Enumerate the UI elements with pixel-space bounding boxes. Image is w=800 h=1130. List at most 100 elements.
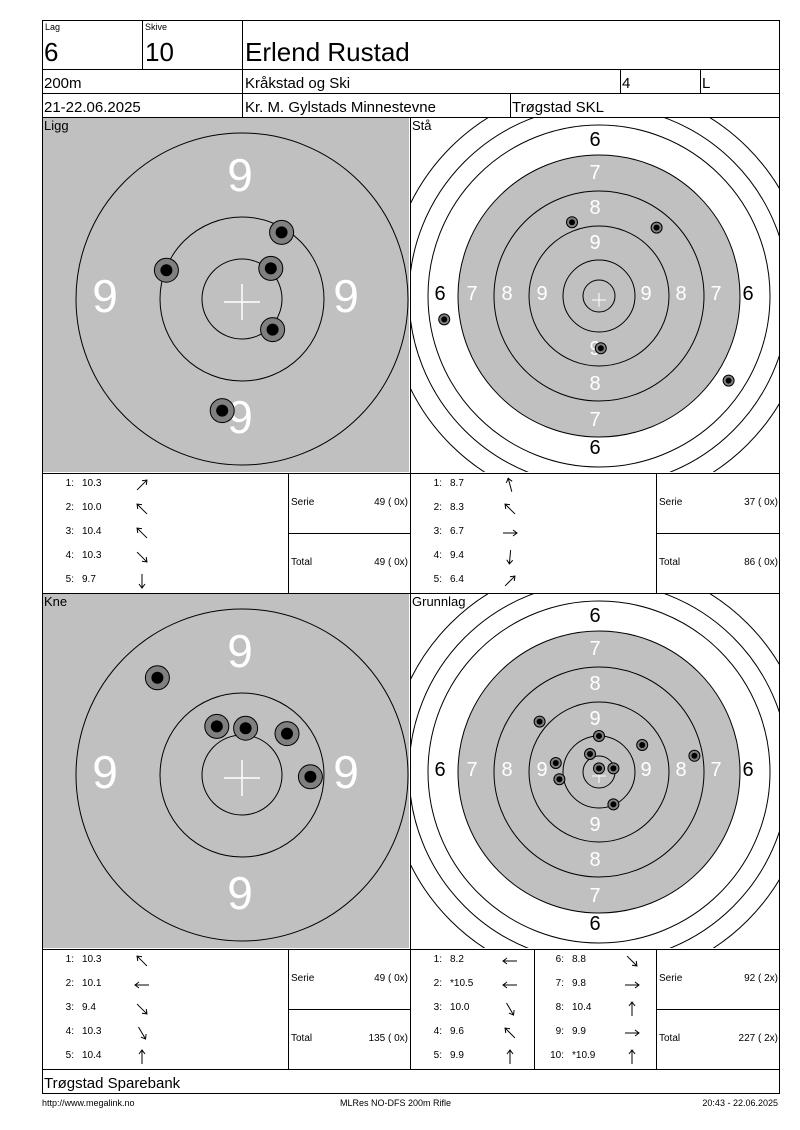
ring	[493, 666, 705, 878]
ring-number: 6	[742, 759, 753, 781]
total-label: Total	[291, 557, 313, 568]
divider	[42, 93, 780, 94]
direction-arrow-icon	[138, 1049, 146, 1064]
ring-number: 6	[589, 605, 600, 627]
divider	[288, 1009, 410, 1010]
shot-number: 4:	[65, 1026, 74, 1037]
ring-number: 9	[227, 867, 253, 919]
shot-center	[264, 262, 277, 275]
shot-center	[569, 219, 575, 226]
serie-label: Serie	[659, 973, 683, 984]
shot-score: 10.1	[82, 978, 102, 989]
shot-direction	[622, 1025, 642, 1046]
arrow-glyph	[502, 981, 517, 989]
direction-arrow-icon	[504, 1027, 516, 1039]
arrow-shaft	[508, 549, 512, 565]
shot-center	[610, 765, 617, 772]
direction-arrow-icon	[625, 1029, 640, 1037]
serie-label: Serie	[291, 973, 315, 984]
shot-direction	[132, 977, 152, 998]
arrow-glyph	[625, 981, 640, 989]
club: Kråkstad og Ski	[245, 75, 351, 92]
ring-number: 7	[589, 409, 600, 431]
shot-number: 3:	[433, 1002, 442, 1013]
arrow-glyph	[136, 955, 148, 967]
shot-score: 8.2	[450, 954, 464, 965]
arrow-shaft	[136, 503, 148, 515]
shot-number: 2:	[433, 978, 442, 989]
shot-number: 5:	[433, 574, 442, 585]
shot-center	[281, 727, 293, 740]
total-value: 86 ( 0x)	[744, 557, 778, 568]
ring-number: 6	[589, 129, 600, 151]
shot-center	[266, 323, 279, 336]
ring-number: 8	[501, 283, 512, 305]
arrow-glyph	[136, 1003, 148, 1015]
shot-number: 3:	[65, 526, 74, 537]
scorecard-frame	[42, 20, 780, 1094]
shot-score: 9.7	[82, 574, 96, 585]
shot-hole	[722, 374, 735, 387]
shot-row: 7:9.8	[534, 977, 654, 991]
shot-direction	[500, 953, 520, 974]
arrow-glyph	[136, 527, 148, 539]
arrow-head	[141, 1008, 148, 1015]
direction-arrow-icon	[506, 1002, 515, 1016]
shot-center	[210, 720, 223, 733]
shot-hole	[607, 762, 620, 775]
arrow-shaft	[507, 478, 513, 492]
shot-direction	[500, 977, 520, 998]
arrow-glyph	[505, 477, 513, 492]
shot-hole	[584, 748, 596, 760]
ring-number: 8	[675, 283, 686, 305]
shot-score: 10.0	[82, 502, 102, 513]
ring-number: 9	[227, 625, 253, 677]
footer-timestamp: 20:43 - 22.06.2025	[702, 1098, 778, 1108]
arrow-glyph	[504, 503, 516, 515]
shot-hole	[607, 798, 620, 811]
shot-direction	[622, 977, 642, 998]
shot-direction	[622, 953, 642, 974]
shot-hole	[593, 762, 605, 775]
shot-score: 10.4	[82, 526, 102, 537]
direction-arrow-icon	[138, 574, 146, 589]
target-title-ligg: Ligg	[44, 118, 69, 133]
direction-arrow-icon	[504, 575, 516, 587]
ring-number: 7	[589, 885, 600, 907]
ring	[427, 124, 771, 468]
ring-number: 9	[640, 759, 651, 781]
shot-direction	[500, 549, 520, 570]
total-value: 49 ( 0x)	[374, 557, 408, 568]
direction-arrow-icon	[506, 1049, 514, 1064]
shot-score: 10.4	[572, 1002, 592, 1013]
arrow-shaft	[626, 955, 638, 967]
shot-row: 3:10.0	[412, 1001, 532, 1016]
arrow-glyph	[628, 1049, 636, 1064]
arrow-head	[138, 583, 146, 589]
ring-number: 9	[333, 746, 359, 798]
arrow-head	[512, 529, 518, 537]
shot-row: 2: *10.5	[412, 977, 532, 991]
ring	[427, 600, 771, 944]
arrow-glyph	[625, 1029, 640, 1037]
arrow-glyph	[136, 479, 148, 491]
shot-row: 2:8.3	[412, 501, 532, 515]
direction-arrow-icon	[136, 503, 148, 515]
footer-url[interactable]: http://www.megalink.no	[42, 1098, 135, 1108]
shot-hole	[209, 398, 235, 424]
divider	[620, 69, 621, 93]
arrow-head	[502, 981, 508, 989]
arrow-shaft	[136, 1003, 148, 1015]
shot-score: *10.5	[450, 978, 474, 989]
shot-row: 3:9.4	[44, 1001, 164, 1015]
shot-hole	[594, 342, 607, 355]
shot-number: 7:	[555, 978, 564, 989]
total-label: Total	[659, 557, 681, 568]
target-title-kne: Kne	[44, 594, 68, 609]
direction-arrow-icon	[138, 1026, 147, 1040]
shot-hole	[233, 715, 259, 741]
shot-center	[552, 760, 559, 766]
